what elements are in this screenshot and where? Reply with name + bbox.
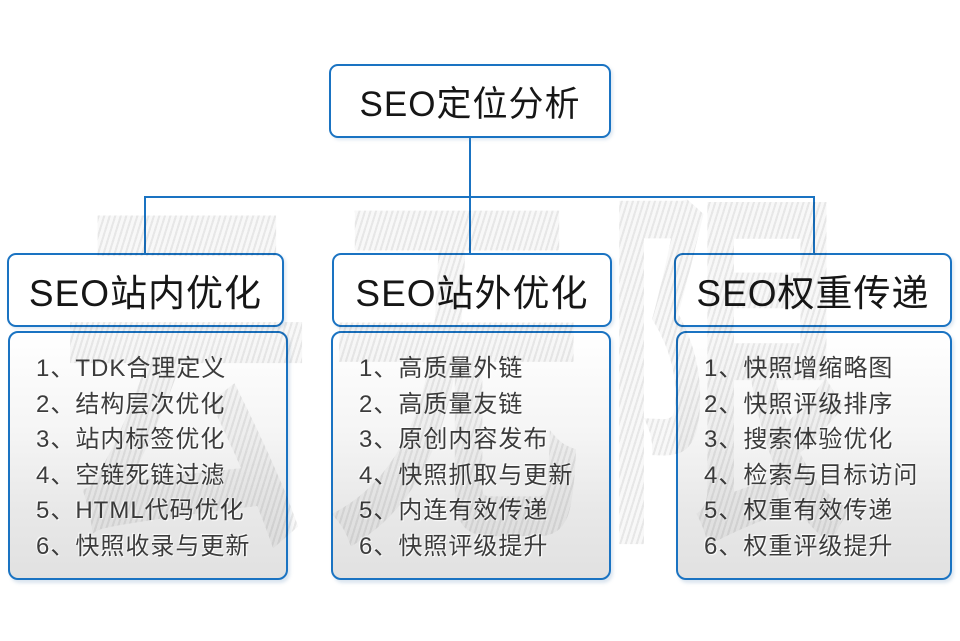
list-panel-onsite: 1、TDK合理定义 2、结构层次优化 3、站内标签优化 4、空链死链过滤 5、HTML代… bbox=[8, 331, 288, 580]
root-node-label: SEO定位分析 bbox=[359, 84, 581, 124]
list-panel-weight: 1、快照增缩略图 2、快照评级排序 3、搜索体验优化 4、检索与目标访问 5、权重有效传… bbox=[676, 331, 952, 580]
column-header-offsite-optimization: SEO站外优化 bbox=[332, 253, 612, 327]
list-item: 3、搜索体验优化 bbox=[704, 426, 894, 454]
list-item: 3、原创内容发布 bbox=[359, 426, 549, 454]
column-header-label: SEO站内优化 bbox=[28, 273, 263, 314]
item-list: 1、TDK合理定义 2、结构层次优化 3、站内标签优化 4、空链死链过滤 5、HTML代… bbox=[10, 333, 286, 561]
list-item: 4、检索与目标访问 bbox=[704, 461, 919, 489]
list-item: 5、HTML代码优化 bbox=[36, 497, 245, 525]
list-item: 2、快照评级排序 bbox=[704, 390, 894, 418]
list-item: 1、高质量外链 bbox=[359, 355, 524, 383]
list-item: 5、权重有效传递 bbox=[704, 497, 894, 525]
column-header-label: SEO权重传递 bbox=[696, 273, 930, 314]
connector-root-stem bbox=[469, 136, 471, 197]
list-item: 2、高质量友链 bbox=[359, 390, 524, 418]
list-item: 1、快照增缩略图 bbox=[704, 355, 894, 383]
list-item: 6、权重评级提升 bbox=[704, 532, 894, 560]
list-item: 3、站内标签优化 bbox=[36, 426, 226, 454]
list-item: 4、快照抓取与更新 bbox=[359, 461, 574, 489]
column-header-label: SEO站外优化 bbox=[355, 273, 589, 314]
list-item: 2、结构层次优化 bbox=[36, 390, 226, 418]
list-item: 4、空链死链过滤 bbox=[36, 461, 226, 489]
connector-drop-center bbox=[469, 196, 471, 254]
list-item: 6、快照评级提升 bbox=[359, 532, 549, 560]
item-list: 1、快照增缩略图 2、快照评级排序 3、搜索体验优化 4、检索与目标访问 5、权重有效传… bbox=[678, 333, 950, 561]
column-header-weight-transfer: SEO权重传递 bbox=[674, 253, 952, 327]
list-item: 6、快照收录与更新 bbox=[36, 532, 251, 560]
list-panel-offsite: 1、高质量外链 2、高质量友链 3、原创内容发布 4、快照抓取与更新 5、内连有效传递 6… bbox=[331, 331, 611, 580]
column-header-onsite-optimization: SEO站内优化 bbox=[7, 253, 284, 327]
connector-drop-left bbox=[144, 196, 146, 254]
connector-drop-right bbox=[813, 196, 815, 254]
item-list: 1、高质量外链 2、高质量友链 3、原创内容发布 4、快照抓取与更新 5、内连有效传递 6… bbox=[333, 333, 609, 561]
list-item: 1、TDK合理定义 bbox=[36, 355, 227, 383]
root-node-seo-positioning: SEO定位分析 bbox=[329, 64, 611, 138]
connector-horizontal-bar bbox=[144, 196, 815, 198]
list-item: 5、内连有效传递 bbox=[359, 497, 549, 525]
